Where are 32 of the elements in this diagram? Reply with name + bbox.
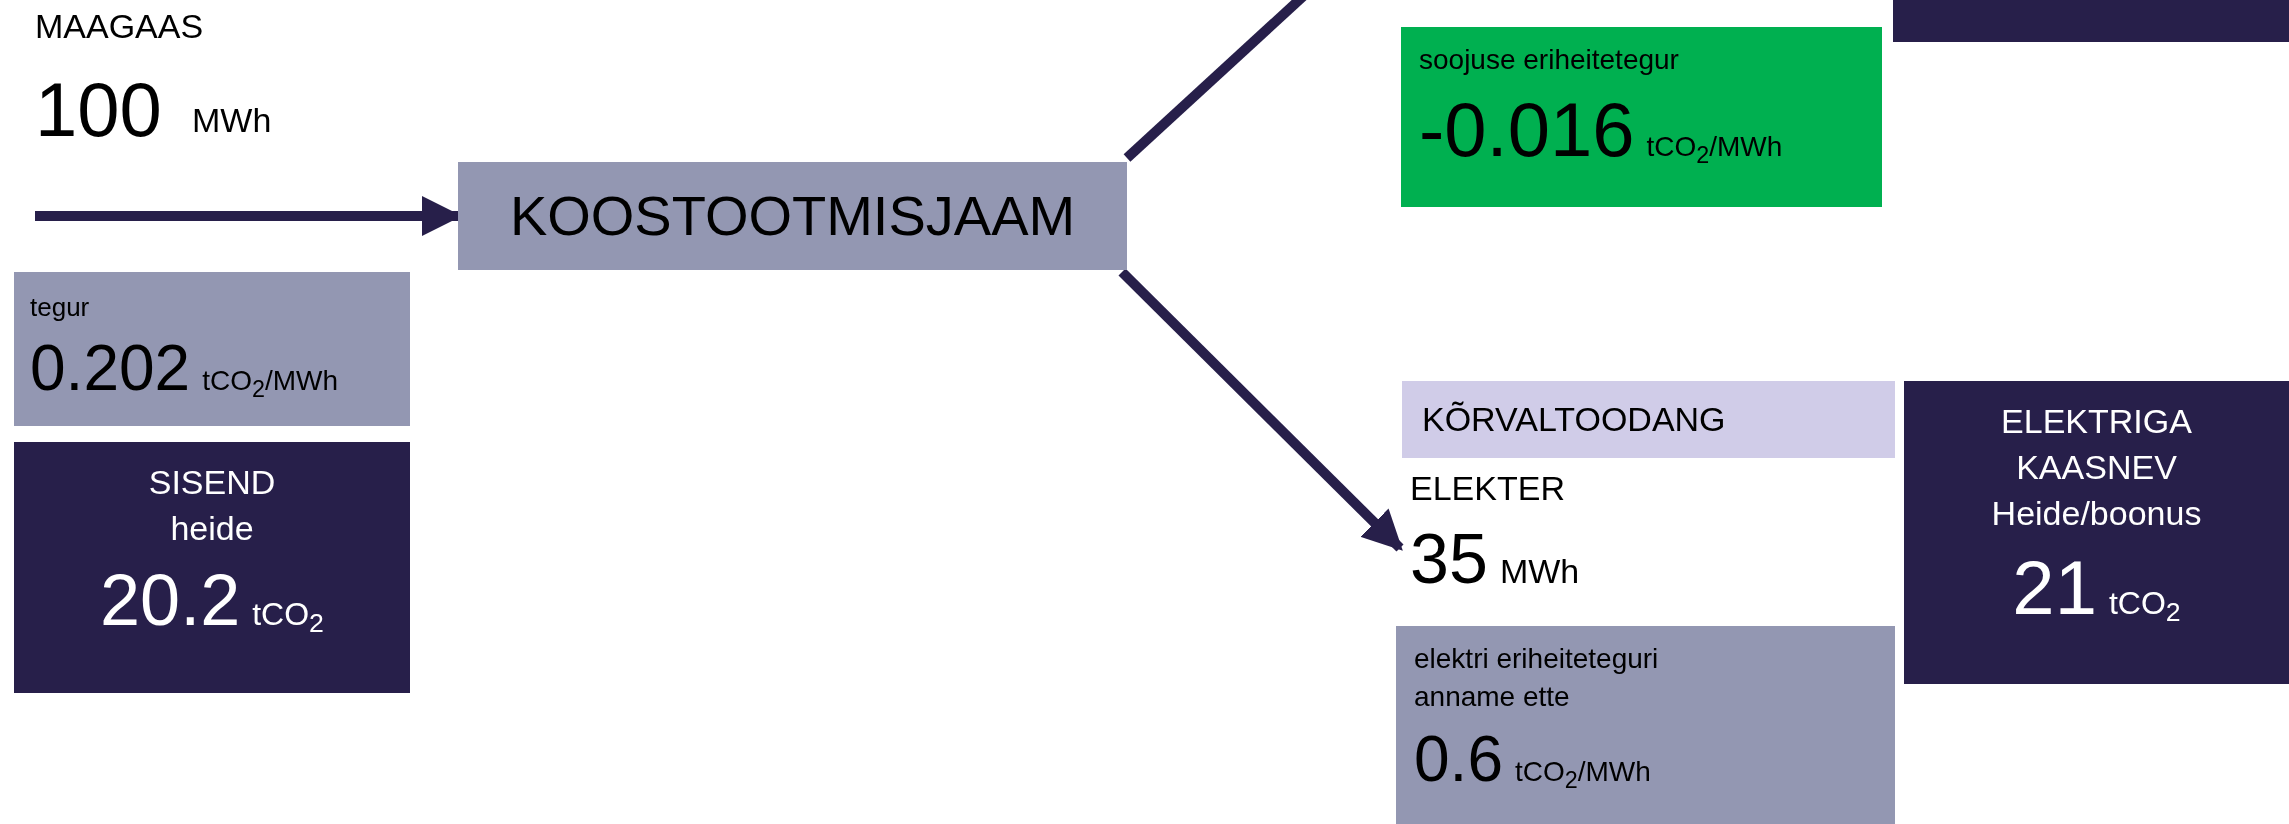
heading-text: KÕRVALTOODANG bbox=[1422, 398, 1726, 440]
heading-text: elektri eriheiteteguri anname ette bbox=[1414, 642, 1660, 714]
value-text: 20.2 bbox=[100, 558, 241, 642]
unit-text: MWh bbox=[192, 102, 272, 140]
value-text: 0.202 bbox=[30, 331, 191, 407]
heading-text: soojuse eriheitetegur bbox=[1419, 43, 1679, 77]
heading-text: ELEKTRIGA KAASNEV Heide/boonus bbox=[1990, 401, 2203, 534]
info-box bbox=[1401, 27, 1882, 207]
info-box bbox=[1904, 381, 2289, 684]
value-text: 100 bbox=[35, 68, 162, 152]
label-text: MAAGAAS bbox=[35, 8, 204, 46]
info-box bbox=[1402, 381, 1895, 458]
info-box bbox=[1396, 626, 1895, 824]
unit-text: tCO$_{2}$/MWh bbox=[1514, 754, 1651, 795]
heading-text: SISEND heide bbox=[147, 462, 277, 549]
heading-text: KOOSTOOTMISJAAM bbox=[509, 183, 1076, 250]
info-box bbox=[458, 162, 1127, 270]
unit-text: tCO$_{2}$ bbox=[252, 594, 324, 641]
value-text: 0.6 bbox=[1414, 721, 1503, 797]
value-text: 21 bbox=[2012, 543, 2097, 632]
value-box bbox=[1893, 0, 2289, 42]
heading-text: ELEKTER bbox=[1410, 468, 1565, 509]
value-text: 35 bbox=[1410, 518, 1488, 600]
value-text: -0.016 bbox=[1419, 85, 1635, 174]
unit-text: tCO$_{2}$ bbox=[2108, 583, 2181, 630]
unit-text: tCO$_{2}$/MWh bbox=[202, 364, 339, 404]
unit-text: MWh bbox=[1499, 550, 1580, 592]
arrow bbox=[1118, 268, 1404, 552]
info-box bbox=[14, 272, 410, 426]
heading-text: tegur bbox=[30, 291, 90, 324]
info-box bbox=[14, 442, 410, 693]
unit-text: tCO$_{2}$/MWh bbox=[1646, 129, 1783, 170]
